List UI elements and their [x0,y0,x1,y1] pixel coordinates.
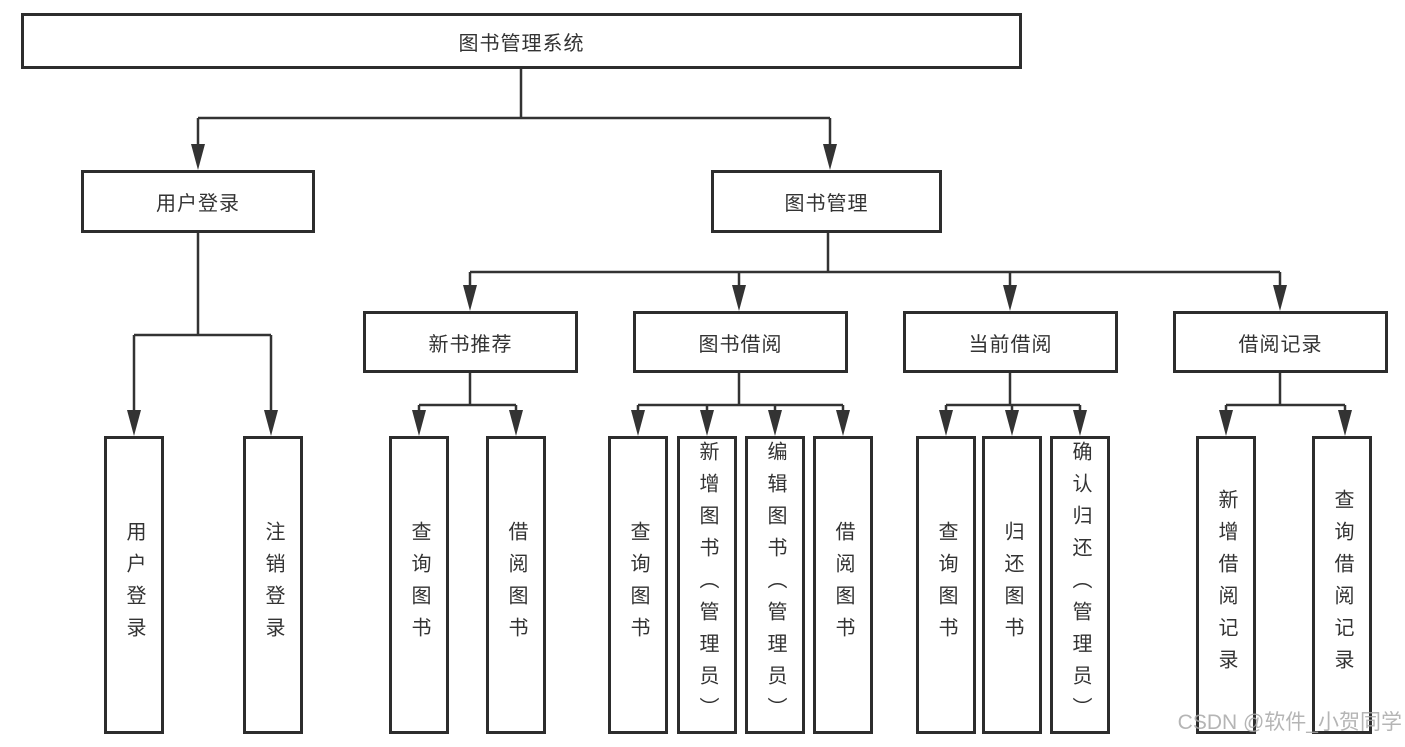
node-root-library-system: 图书管理系统 [21,13,1022,69]
node-label: 用户登录 [156,193,240,215]
leaf-label: 查询图书 [935,521,957,649]
node-user-login: 用户登录 [81,170,315,233]
leaf-label: 新增图书（管理员） [696,441,718,729]
leaf-edit-books-admin: 编辑图书（管理员） [745,436,805,734]
leaf-add-borrow-record: 新增借阅记录 [1196,436,1256,734]
leaf-query-borrow-record: 查询借阅记录 [1312,436,1372,734]
leaf-query-books-recommend: 查询图书 [389,436,449,734]
leaf-label: 查询图书 [408,521,430,649]
leaf-borrow-books-recommend: 借阅图书 [486,436,546,734]
node-label: 新书推荐 [428,333,513,356]
node-label: 图书借阅 [698,333,783,356]
leaf-logout: 注销登录 [243,436,303,734]
leaf-user-login: 用户登录 [104,436,164,734]
leaf-confirm-return-admin: 确认归还（管理员） [1050,436,1110,734]
node-current-borrow: 当前借阅 [903,311,1118,373]
leaf-label: 借阅图书 [505,521,527,649]
csdn-watermark: CSDN @软件_小贺同学 [1177,711,1402,734]
node-borrow-records: 借阅记录 [1173,311,1388,373]
leaf-label: 归还图书 [1001,521,1023,649]
leaf-label: 新增借阅记录 [1215,489,1237,681]
leaf-label: 编辑图书（管理员） [764,441,786,729]
node-label: 图书管理系统 [458,32,585,55]
leaf-return-books: 归还图书 [982,436,1042,734]
node-label: 借阅记录 [1238,333,1323,356]
leaf-label: 查询图书 [627,521,649,649]
leaf-label: 用户登录 [123,521,145,649]
leaf-query-books-current: 查询图书 [916,436,976,734]
node-label: 图书管理 [784,193,869,215]
arrowheads [127,144,1352,436]
leaf-borrow-books: 借阅图书 [813,436,873,734]
leaf-add-books-admin: 新增图书（管理员） [677,436,737,734]
leaf-label: 借阅图书 [832,521,854,649]
leaf-label: 注销登录 [262,521,284,649]
node-label: 当前借阅 [968,333,1053,356]
node-book-management: 图书管理 [711,170,942,233]
leaf-label: 确认归还（管理员） [1069,441,1091,729]
leaf-label: 查询借阅记录 [1331,489,1353,681]
node-new-book-recommend: 新书推荐 [363,311,578,373]
leaf-query-books-borrow: 查询图书 [608,436,668,734]
node-book-borrow: 图书借阅 [633,311,848,373]
